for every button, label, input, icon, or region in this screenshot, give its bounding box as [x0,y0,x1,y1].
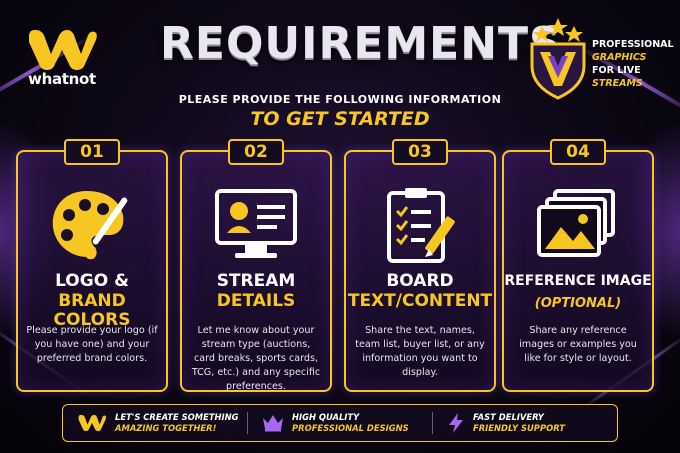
card-number: 02 [228,139,284,165]
card-description: Share any reference images or examples y… [519,325,637,364]
lightning-icon [449,413,463,433]
card-subtitle: (OPTIONAL) [534,296,622,311]
requirement-card-2: 02 STREAM DETAILS Let me know about your… [180,139,332,392]
footer-line1: FAST DELIVERY [473,412,544,422]
tagline-line2: GRAPHICS [592,52,647,63]
tagline: PROFESSIONAL GRAPHICS FOR LIVE STREAMS [592,38,678,90]
footer-line2: PROFESSIONAL DESIGNS [292,423,409,433]
page-title: REQUIREMENTS [160,18,562,69]
tagline-line4: STREAMS [592,78,643,89]
card-description: Please provide your logo (if you have on… [26,325,158,364]
footer-line2: FRIENDLY SUPPORT [473,423,565,433]
image-stack-icon [537,188,615,257]
card-number: 04 [550,139,606,165]
requirement-card-4: 04 REFERENCE IMAGE (OPTIONAL) Share any … [502,139,654,392]
monitor-profile-icon [215,188,297,258]
whatnot-logo-icon [78,414,107,432]
footer-item-quality: HIGH QUALITY PROFESSIONAL DESIGNS [247,412,432,434]
tagline-line1: PROFESSIONAL [592,39,674,50]
card-title: LOGO & [55,271,129,291]
footer-item-delivery: FAST DELIVERY FRIENDLY SUPPORT [432,412,617,434]
card-subtitle: TEXT/CONTENT [347,291,493,311]
requirement-card-3: 03 BOARD TEXT/CONTENT Share the text, na… [344,139,496,392]
card-description: Share the text, names, team list, buyer … [355,325,485,378]
footer-line2: AMAZING TOGETHER! [115,423,217,433]
crown-icon [263,415,283,432]
whatnot-logo-icon [29,30,97,70]
footer-line1: LET'S CREATE SOMETHING [115,412,239,422]
call-to-action: TO GET STARTED [250,108,430,130]
footer-item-create: LET'S CREATE SOMETHING AMAZING TOGETHER! [63,412,247,434]
page-subtitle: PLEASE PROVIDE THE FOLLOWING INFORMATION [178,93,502,106]
clipboard-checklist-icon [387,187,455,263]
card-title: STREAM [216,271,296,291]
shield-badge-icon [530,18,586,100]
footer-bar: LET'S CREATE SOMETHING AMAZING TOGETHER!… [62,404,618,442]
card-title: REFERENCE IMAGE [504,273,652,289]
card-description: Let me know about your stream type (auct… [191,325,321,392]
palette-icon [52,190,128,259]
card-number: 01 [64,139,120,165]
requirement-card-1: 01 LOGO & BRAND COLORS Please provide yo… [16,139,168,392]
footer-line1: HIGH QUALITY [292,412,360,422]
brand-name: whatnot [28,70,96,88]
tagline-line3: FOR LIVE [592,65,641,76]
card-subtitle: BRAND COLORS [53,291,131,330]
card-title: BOARD [386,271,454,291]
card-subtitle: DETAILS [216,291,296,311]
card-number: 03 [392,139,448,165]
whatnot-logo: whatnot [20,28,104,88]
